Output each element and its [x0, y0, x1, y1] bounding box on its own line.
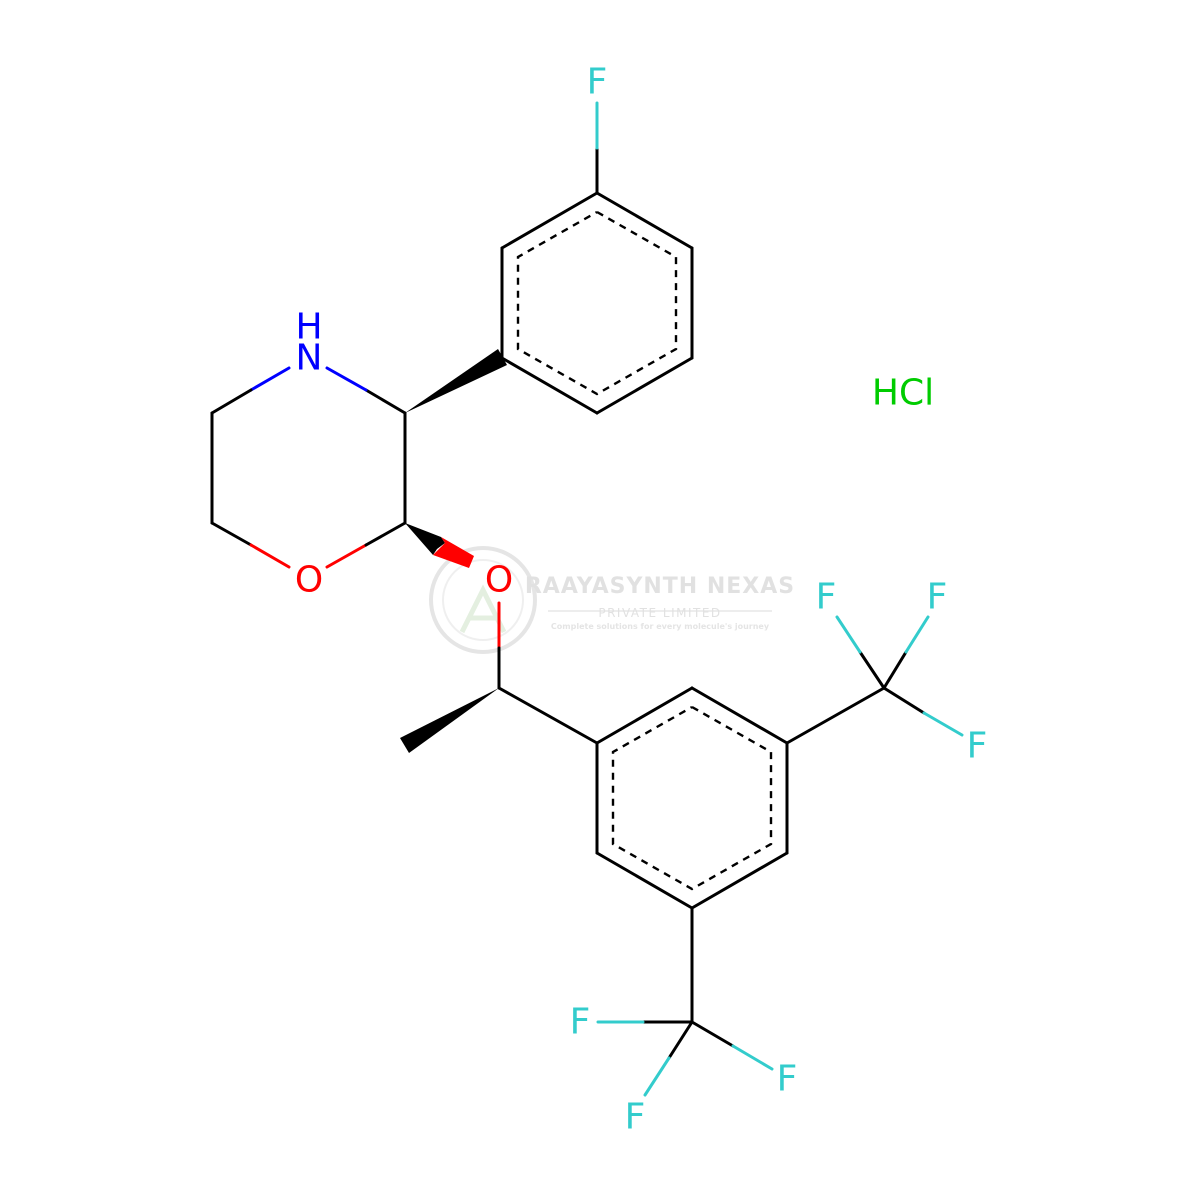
ethoxy-linker — [400, 601, 599, 753]
watermark: RAAYASYNTH NEXAS PRIVATE LIMITED Complet… — [429, 546, 795, 654]
atom-label-fluorine-3: F — [967, 726, 988, 767]
bis-trifluoromethyl-phenyl-ring — [595, 686, 789, 910]
watermark-subtitle: PRIVATE LIMITED — [598, 606, 721, 620]
atom-label-oxygen-ether: O — [485, 560, 513, 601]
atom-label-fluorine-1: F — [816, 577, 837, 618]
atom-label-fluorine-5: F — [777, 1059, 798, 1100]
watermark-company-name: RAAYASYNTH NEXAS — [525, 574, 795, 599]
atom-label-hydrogen: H — [295, 307, 322, 348]
atom-label-fluorine-top: F — [587, 62, 608, 103]
atom-label-nitrogen: N — [296, 338, 323, 379]
morpholine-ring — [210, 349, 507, 569]
cf3-group-lower — [596, 906, 774, 1097]
wedge-bond-phenyl — [405, 349, 507, 413]
atom-label-fluorine-4: F — [570, 1002, 591, 1043]
wedge-bond-methyl — [400, 688, 499, 753]
salt-label: HCl — [872, 373, 934, 414]
fluorophenyl-ring — [500, 146, 694, 415]
cf3-group-upper — [785, 615, 964, 745]
watermark-tagline: Complete solutions for every molecule's … — [551, 622, 770, 631]
watermark-logo-icon — [429, 546, 537, 654]
atom-label-fluorine-6: F — [625, 1097, 646, 1138]
atom-label-fluorine-2: F — [927, 577, 948, 618]
wedge-bond-ether — [405, 523, 445, 555]
atom-label-oxygen-ring: O — [295, 560, 323, 601]
